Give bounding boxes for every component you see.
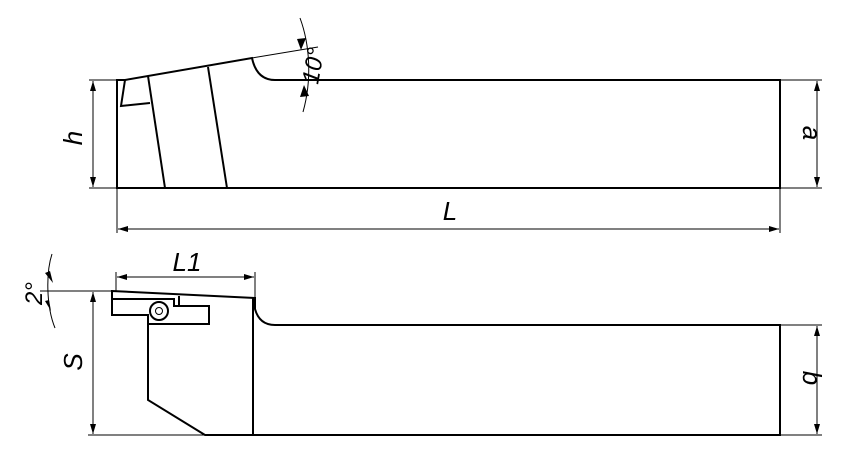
- top-view-clamp-edge-left: [147, 75, 166, 189]
- side-view-insert-slot: [112, 298, 210, 325]
- S-label: S: [58, 353, 88, 371]
- L-label: L: [443, 196, 457, 226]
- clamp-screw-center: [155, 307, 163, 315]
- a-label: a: [797, 126, 827, 140]
- angle-10-arc: [299, 17, 310, 113]
- L1-label: L1: [173, 247, 202, 277]
- angle-2-label: 2°: [21, 282, 48, 306]
- top-view: 10° h a L: [58, 17, 827, 233]
- angle-10-arrow-top: [297, 38, 306, 50]
- side-view-body-outline: [111, 289, 781, 436]
- angle-2-arrow-top: [45, 271, 53, 283]
- top-view-body-outline: [116, 56, 781, 189]
- side-view: L1 2° S b: [21, 247, 827, 436]
- top-view-clamp-edge-right: [207, 66, 228, 189]
- angle-2-arc: [47, 253, 56, 329]
- angle-2-arrow-bottom: [45, 300, 51, 311]
- h-label: h: [58, 131, 88, 145]
- top-view-insert-pocket: [119, 79, 151, 108]
- b-label: b: [797, 371, 827, 385]
- clamp-screw-head: [149, 301, 169, 321]
- angle-10-arrow-bottom: [300, 85, 309, 97]
- angle-10-label: 10°: [297, 45, 330, 86]
